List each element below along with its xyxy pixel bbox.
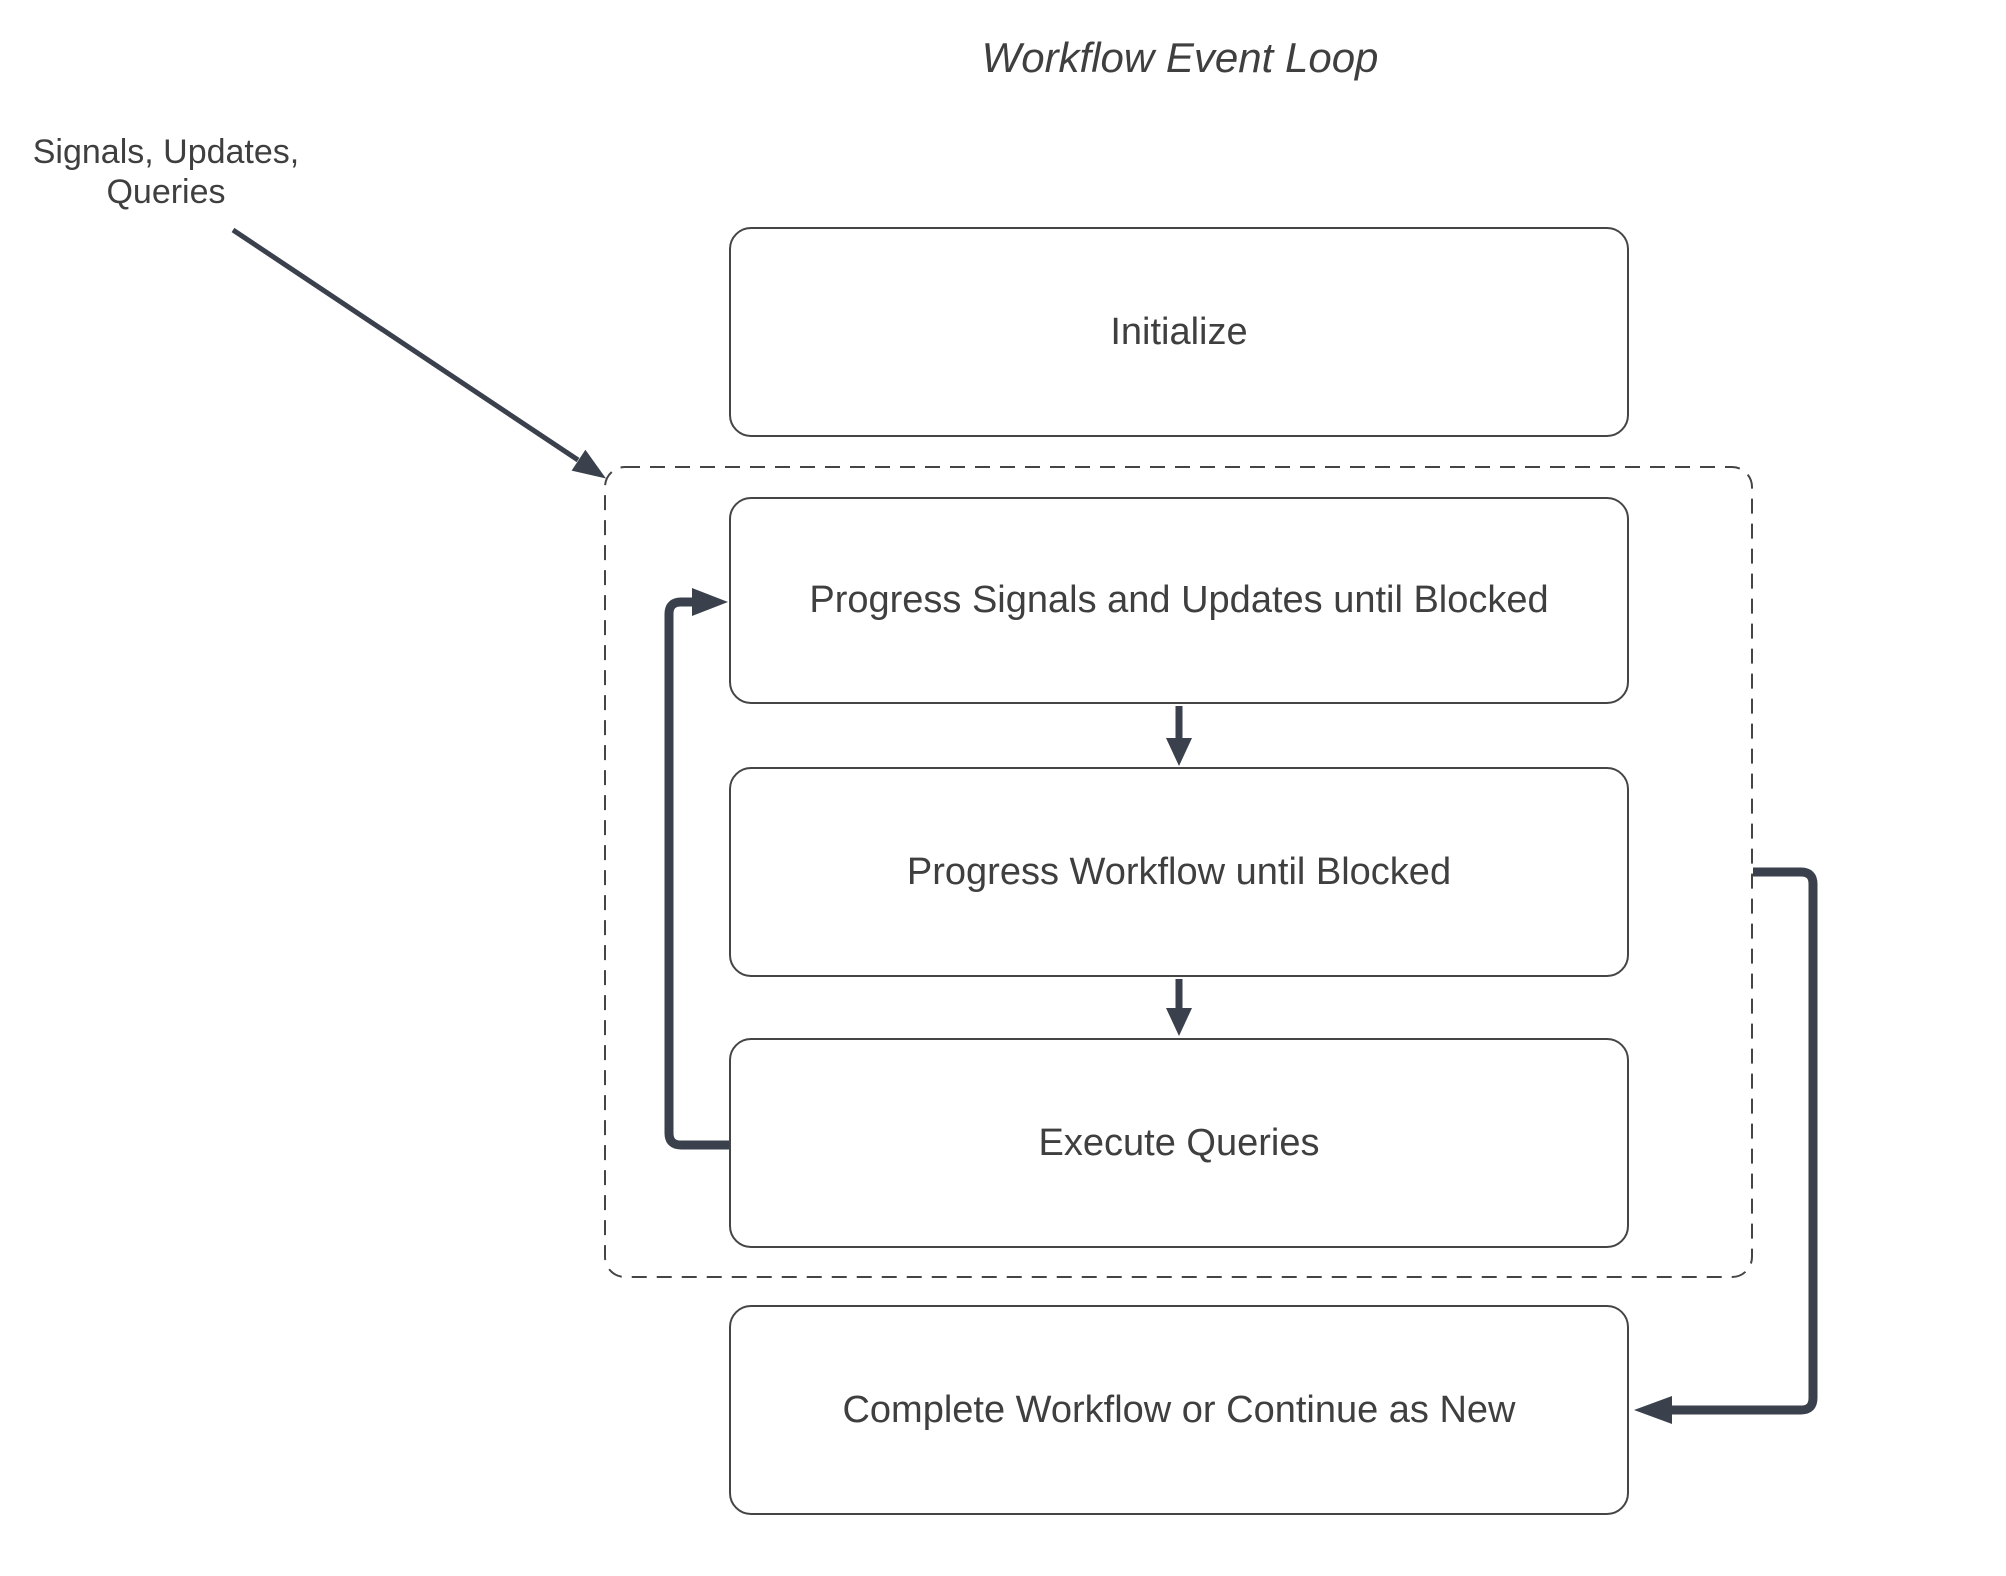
down-arrow-1-head (1166, 738, 1192, 766)
node-complete: Complete Workflow or Continue as New (729, 1305, 1629, 1515)
node-progress-workflow-label: Progress Workflow until Blocked (906, 850, 1452, 893)
continue-arrow-path (1672, 867, 1818, 1415)
continue-arrowhead (1634, 1396, 1672, 1424)
loop-back-arrow (664, 588, 729, 1150)
event-loop-dashed-container (604, 466, 1753, 1278)
node-initialize-label: Initialize (1110, 310, 1248, 353)
signals-input-arrowhead (571, 449, 606, 479)
diagram-title: Workflow Event Loop (981, 34, 1379, 81)
signals-input-arrow-line (231, 227, 580, 463)
node-progress-workflow: Progress Workflow until Blocked (729, 767, 1629, 977)
down-arrow-signals-to-workflow (1166, 706, 1192, 766)
down-arrow-workflow-to-queries (1166, 979, 1192, 1036)
node-execute-queries-label: Execute Queries (1038, 1121, 1320, 1164)
node-initialize: Initialize (729, 227, 1629, 437)
node-progress-signals: Progress Signals and Updates until Block… (729, 497, 1629, 704)
signals-input-arrow (231, 227, 606, 479)
node-progress-signals-label: Progress Signals and Updates until Block… (809, 579, 1549, 621)
signals-updates-queries-label: Signals, Updates, Queries (32, 133, 300, 211)
node-execute-queries: Execute Queries (729, 1038, 1629, 1248)
loop-back-arrowhead (692, 588, 728, 616)
continue-arrow (1634, 867, 1818, 1424)
loop-back-arrow-path (664, 597, 729, 1150)
down-arrow-2-head (1166, 1008, 1192, 1036)
node-complete-label: Complete Workflow or Continue as New (842, 1388, 1516, 1431)
